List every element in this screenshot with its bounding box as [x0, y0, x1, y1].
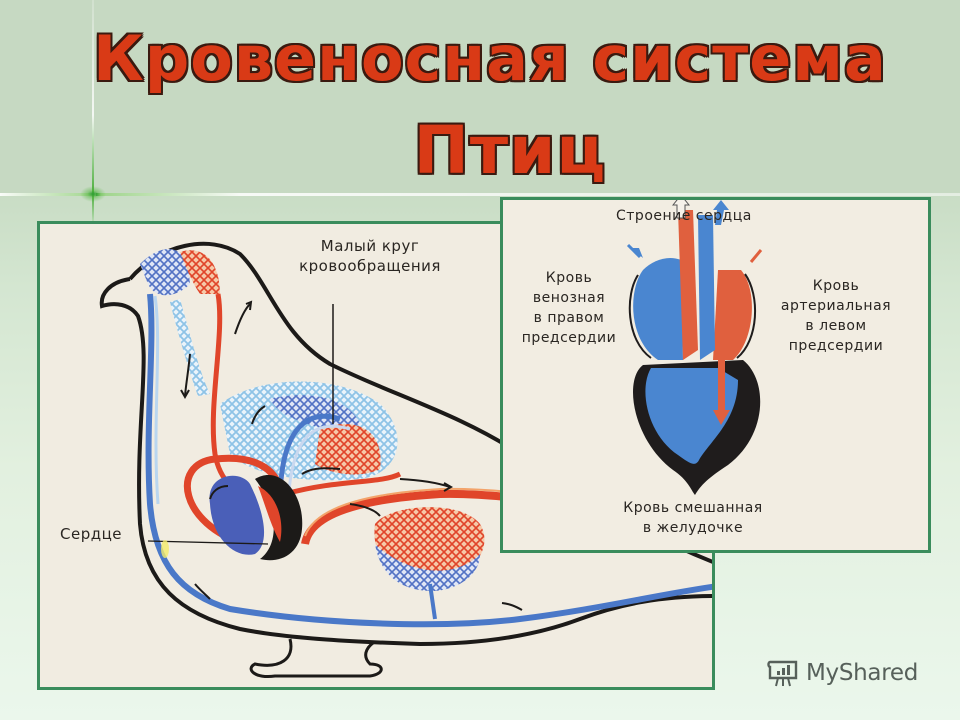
pulmonary-label-line-2: кровообращения	[299, 257, 441, 275]
slide-title-line-1: Кровеносная система	[93, 22, 887, 95]
arterial-label-line-3: в левом	[805, 318, 867, 334]
watermark-text: MyShared	[806, 660, 919, 686]
mixed-blood-label: Кровь смешанная в желудочке	[598, 498, 788, 538]
arterial-blood-label: Кровь артериальная в левом предсердии	[771, 276, 901, 356]
presentation-board-icon	[767, 660, 798, 687]
mixed-label-line-2: в желудочке	[642, 520, 744, 536]
myshared-watermark: MyShared	[766, 656, 918, 690]
venous-label-line-1: Кровь	[545, 270, 593, 286]
slide-title-line-2: Птиц	[413, 112, 607, 189]
arterial-label-line-2: артериальная	[780, 298, 892, 314]
pulmonary-label-line-1: Малый круг	[320, 237, 420, 255]
heart-structure-title: Строение сердца	[616, 208, 752, 224]
heart-structure-diagram: Строение сердца Кровь венозная в правом …	[500, 197, 931, 553]
decorative-sparkle	[80, 186, 106, 202]
heart-label: Сердце	[60, 525, 123, 543]
arterial-label-line-4: предсердии	[788, 338, 884, 354]
heart-pointer-line	[147, 540, 269, 545]
decorative-vertical-line	[92, 0, 94, 230]
venous-label-line-2: венозная	[532, 290, 606, 306]
mixed-label-line-1: Кровь смешанная	[623, 500, 763, 516]
heart-illustration-icon	[626, 200, 763, 495]
venous-blood-label: Кровь венозная в правом предсердии	[509, 268, 629, 348]
pulmonary-circulation-label: Малый круг кровообращения	[265, 236, 475, 276]
header-band	[0, 0, 960, 194]
venous-label-line-4: предсердии	[521, 330, 617, 346]
decorative-horizontal-line	[0, 193, 960, 196]
venous-label-line-3: в правом	[533, 310, 605, 326]
arterial-label-line-1: Кровь	[812, 278, 860, 294]
